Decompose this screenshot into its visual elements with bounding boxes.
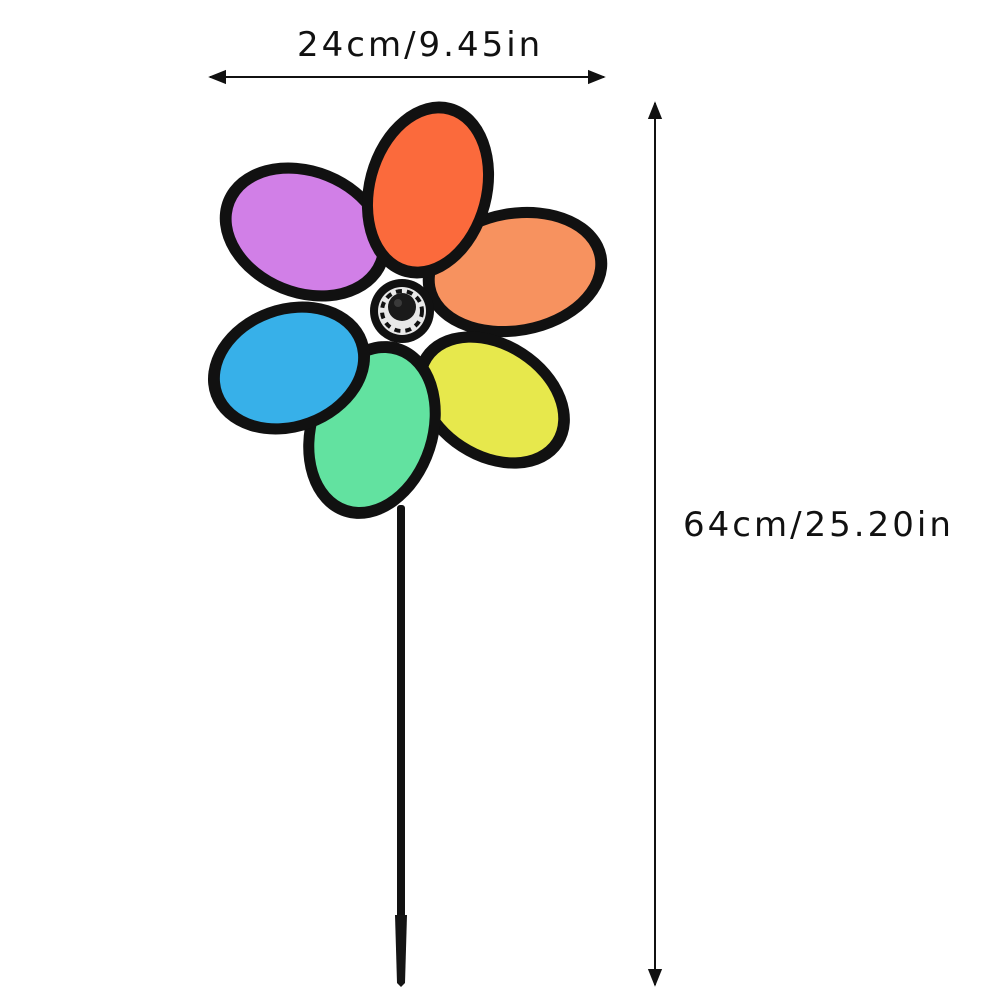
petal-orange [361, 101, 495, 279]
pinwheel-stick [395, 505, 407, 987]
petal-yellow [414, 331, 570, 469]
petal-purple [219, 162, 391, 302]
pinwheel-petals [207, 101, 608, 519]
petal-blue [207, 301, 371, 435]
pinwheel-hub [370, 279, 434, 343]
width-dimension-label: 24cm/9.45in [297, 25, 544, 65]
height-dimension-label: 64cm/25.20in [683, 505, 954, 545]
